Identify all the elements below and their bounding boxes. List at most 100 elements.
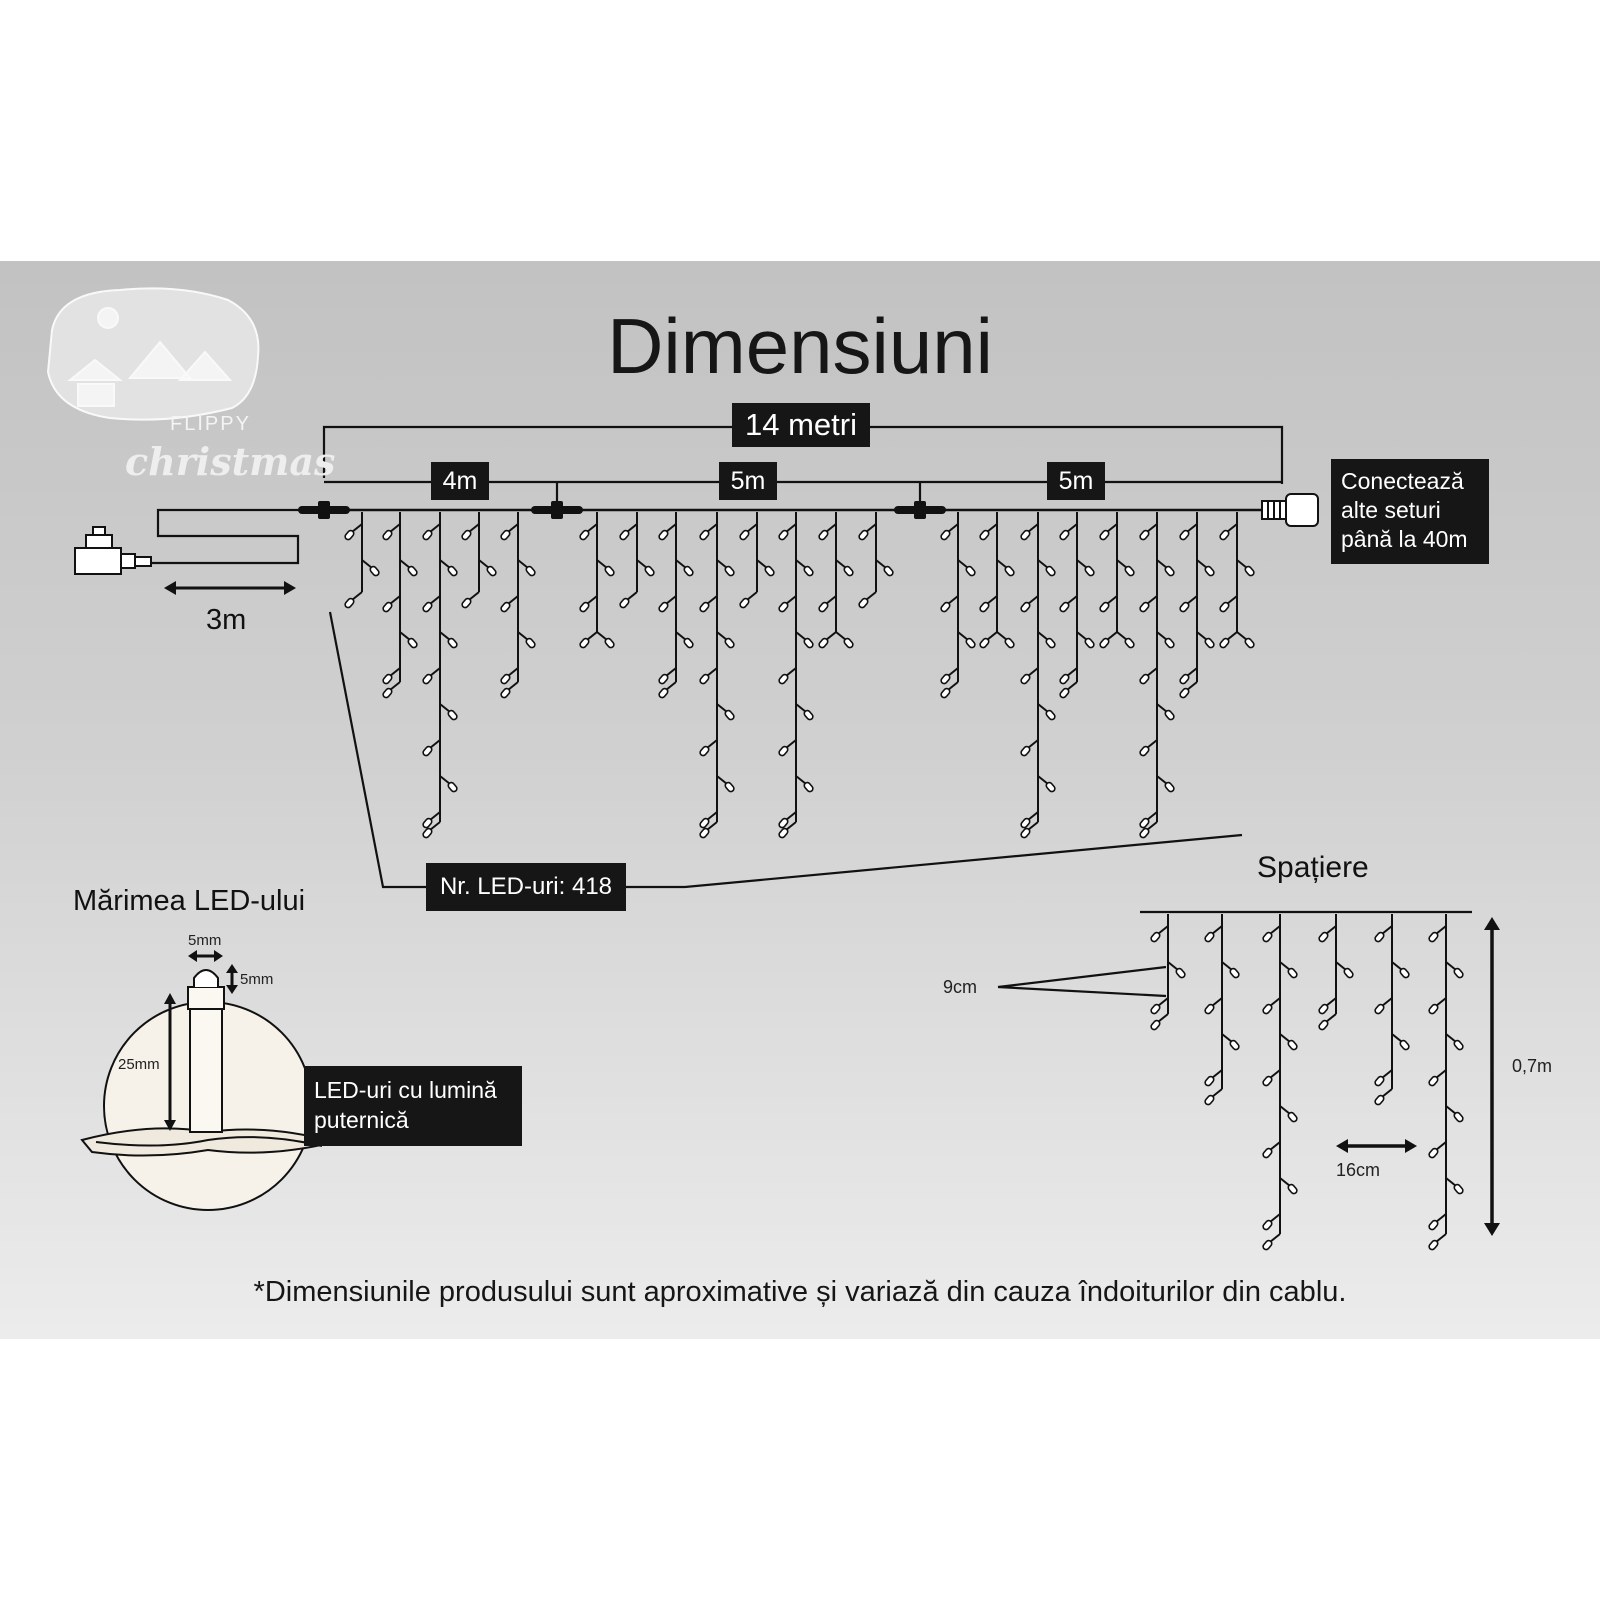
led-bulb-icon: [940, 523, 959, 541]
twisted-cable: [80, 1127, 338, 1157]
led-bulb-icon: [1059, 523, 1078, 541]
led-bulb-icon: [1219, 523, 1238, 541]
led-bulb-icon: [1076, 559, 1095, 577]
led-bulb-icon: [739, 523, 758, 541]
led-bulb-icon: [1279, 961, 1298, 979]
led-bulb-icon: [619, 591, 638, 609]
led-bulb-icon: [716, 559, 735, 577]
led-bulb-icon: [1020, 523, 1039, 541]
spacing-drops: [1150, 914, 1464, 1251]
led-bulb-icon: [699, 595, 718, 613]
led-bulb-icon: [1262, 1233, 1281, 1251]
led-bulb-icon: [461, 591, 480, 609]
footnote: *Dimensiunile produsului sunt aproximati…: [253, 1276, 1347, 1308]
led-bulb-icon: [1428, 997, 1447, 1015]
led-bulb-icon: [1428, 1141, 1447, 1159]
led-bulb-icon: [1059, 667, 1078, 685]
led-bulb-icon: [1318, 925, 1337, 943]
led-bulb-icon: [439, 775, 458, 793]
led-bulb-icon: [382, 667, 401, 685]
led-bulb-icon: [875, 559, 894, 577]
led-bulb-icon: [1099, 523, 1118, 541]
led-bulb-icon: [1150, 925, 1169, 943]
led-bulb-icon: [996, 631, 1015, 649]
connect-note: Conectează alte seturi până la 40m: [1331, 459, 1489, 564]
led-bulb-icon: [1037, 559, 1056, 577]
led-bulb-icon: [1279, 1033, 1298, 1051]
led-bulb-icon: [1204, 1069, 1223, 1087]
led-bulb-icon: [1139, 595, 1158, 613]
led-bulb-icon: [1374, 997, 1393, 1015]
arrow-head: [1484, 1223, 1500, 1236]
lead-cable: [150, 508, 305, 565]
led-bulb-icon: [658, 681, 677, 699]
page-title: Dimensiuni: [607, 302, 993, 390]
led-bulb-icon: [940, 667, 959, 685]
led-base: [187, 986, 225, 1010]
led-bulb-icon: [1059, 595, 1078, 613]
led-bulb-icon: [835, 559, 854, 577]
led-bulb-icon: [1179, 667, 1198, 685]
led-bulb-icon: [658, 595, 677, 613]
led-width-label: 5mm: [188, 932, 222, 949]
led-bulb-icon: [1374, 925, 1393, 943]
connector-icon: [318, 501, 330, 519]
led-bulb-icon: [422, 821, 441, 839]
gap-leader: [997, 965, 1167, 998]
led-bulb-icon: [1318, 1013, 1337, 1031]
led-bulb-icon: [1020, 667, 1039, 685]
led-bulb-icon: [957, 631, 976, 649]
led-bulb-icon: [835, 631, 854, 649]
led-bulb-icon: [778, 523, 797, 541]
led-bulb-icon: [1391, 961, 1410, 979]
led-bulb-icon: [382, 523, 401, 541]
led-bulb-icon: [1020, 739, 1039, 757]
count-leader: [626, 833, 1243, 889]
led-bulb-icon: [596, 631, 615, 649]
led-bulb-icon: [1059, 681, 1078, 699]
logo-brand: FLIPPY: [170, 413, 251, 435]
led-bulb-icon: [579, 595, 598, 613]
led-bulb-icon: [979, 631, 998, 649]
led-bulb-icon: [422, 595, 441, 613]
led-bulb-icon: [1020, 811, 1039, 829]
led-bulb-icon: [1204, 925, 1223, 943]
led-bulb-icon: [739, 591, 758, 609]
led-bulb-icon: [1219, 631, 1238, 649]
led-bulb-icon: [979, 523, 998, 541]
led-bulb-icon: [1156, 775, 1175, 793]
led-bulb-icon: [1150, 997, 1169, 1015]
lead-cable-label: 3m: [206, 604, 247, 636]
led-bulb-icon: [1445, 1105, 1464, 1123]
led-bulb-icon: [1150, 1013, 1169, 1031]
arrow-head: [188, 950, 223, 962]
led-bulb-icon: [1445, 1033, 1464, 1051]
led-bulb-icon: [579, 631, 598, 649]
led-bulb-icon: [500, 523, 519, 541]
led-bulb-icon: [795, 631, 814, 649]
led-bulb-icon: [636, 559, 655, 577]
segment-label-3: 5m: [1047, 462, 1105, 500]
led-bulb-icon: [1099, 631, 1118, 649]
led-bulb-icon: [1428, 1213, 1447, 1231]
led-stem: [189, 1007, 223, 1133]
drop-length-label: 0,7m: [1512, 1056, 1553, 1076]
led-bulb-icon: [1318, 997, 1337, 1015]
led-bulb-icon: [344, 523, 363, 541]
led-bulb-icon: [1445, 1177, 1464, 1195]
led-bulb-icon: [1279, 1177, 1298, 1195]
led-bulb-icon: [619, 523, 638, 541]
led-bulb-icon: [1139, 667, 1158, 685]
led-bulb-icon: [1099, 595, 1118, 613]
led-bulb-icon: [382, 595, 401, 613]
led-bulb-icon: [1139, 811, 1158, 829]
led-size-heading: Mărimea LED-ului: [73, 885, 306, 917]
led-bulb-icon: [1037, 775, 1056, 793]
led-bulb-icon: [818, 631, 837, 649]
led-bulb-icon: [675, 559, 694, 577]
led-bulb-icon: [716, 703, 735, 721]
led-bulb-icon: [658, 667, 677, 685]
led-bulb-icon: [699, 821, 718, 839]
led-bulb-icon: [957, 559, 976, 577]
led-count-label: Nr. LED-uri: 418: [426, 863, 626, 911]
